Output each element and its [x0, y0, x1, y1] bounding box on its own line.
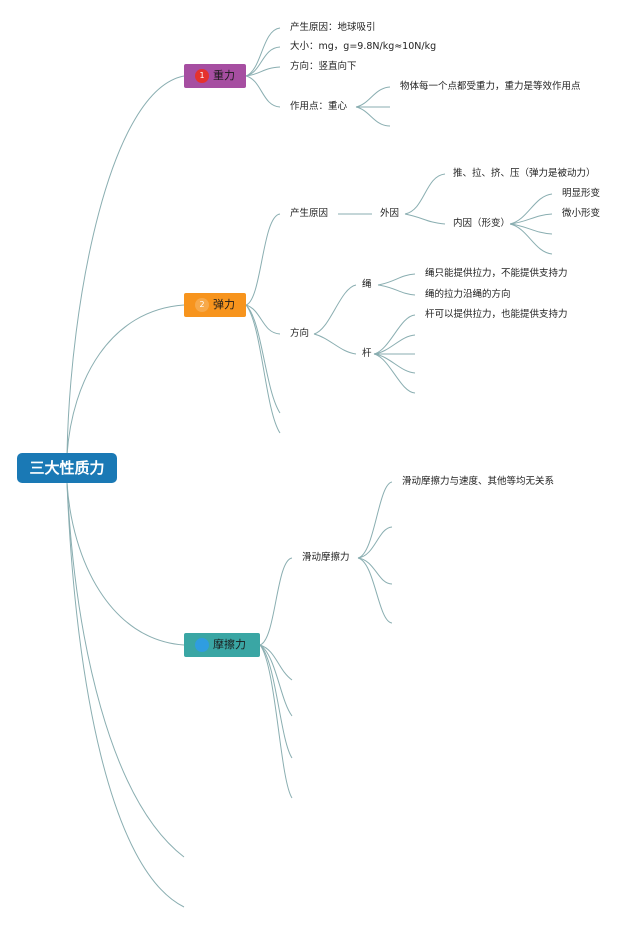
elastic-rod-note-1[interactable]: 杆可以提供拉力，也能提供支持力	[425, 309, 568, 321]
elastic-source[interactable]: 产生原因	[290, 208, 329, 220]
gravity-source[interactable]: 产生原因：地球吸引	[290, 22, 376, 34]
number-2-icon: 2	[195, 298, 209, 312]
topic-gravity[interactable]: 1 重力	[184, 64, 246, 88]
elastic-deform-obvious[interactable]: 明显形变	[562, 188, 601, 200]
friction-sliding[interactable]: 滑动摩擦力	[302, 552, 350, 564]
elastic-direction[interactable]: 方向	[290, 328, 310, 340]
topic-friction-label: 摩擦力	[213, 638, 246, 651]
number-1-icon: 1	[195, 69, 209, 83]
topic-elastic-label: 弹力	[213, 298, 235, 311]
gravity-point[interactable]: 作用点：重心	[290, 101, 348, 113]
elastic-external[interactable]: 外因	[380, 208, 400, 220]
elastic-rope[interactable]: 绳	[362, 279, 372, 291]
elastic-rod[interactable]: 杆	[362, 348, 372, 360]
gravity-direction[interactable]: 方向：竖直向下	[290, 61, 357, 73]
topic-friction[interactable]: 摩擦力	[184, 633, 260, 657]
elastic-external-note[interactable]: 推、拉、挤、压（弹力是被动力）	[453, 168, 596, 180]
elastic-deform-slight[interactable]: 微小形变	[562, 208, 601, 220]
gravity-size[interactable]: 大小：mg，g=9.8N/kg≈10N/kg	[290, 41, 437, 53]
elastic-internal[interactable]: 内因（形变）	[453, 218, 511, 230]
friction-sliding-note-1[interactable]: 滑动摩擦力与速度、其他等均无关系	[402, 476, 555, 488]
elastic-rope-note-2[interactable]: 绳的拉力沿绳的方向	[425, 289, 511, 301]
elastic-rope-note-1[interactable]: 绳只能提供拉力，不能提供支持力	[425, 268, 568, 280]
topic-gravity-label: 重力	[213, 69, 235, 82]
gravity-point-note[interactable]: 物体每一个点都受重力，重力是等效作用点	[400, 81, 581, 93]
number-3-icon	[195, 638, 209, 652]
root-topic[interactable]: 三大性质力	[17, 453, 117, 483]
topic-elastic[interactable]: 2 弹力	[184, 293, 246, 317]
